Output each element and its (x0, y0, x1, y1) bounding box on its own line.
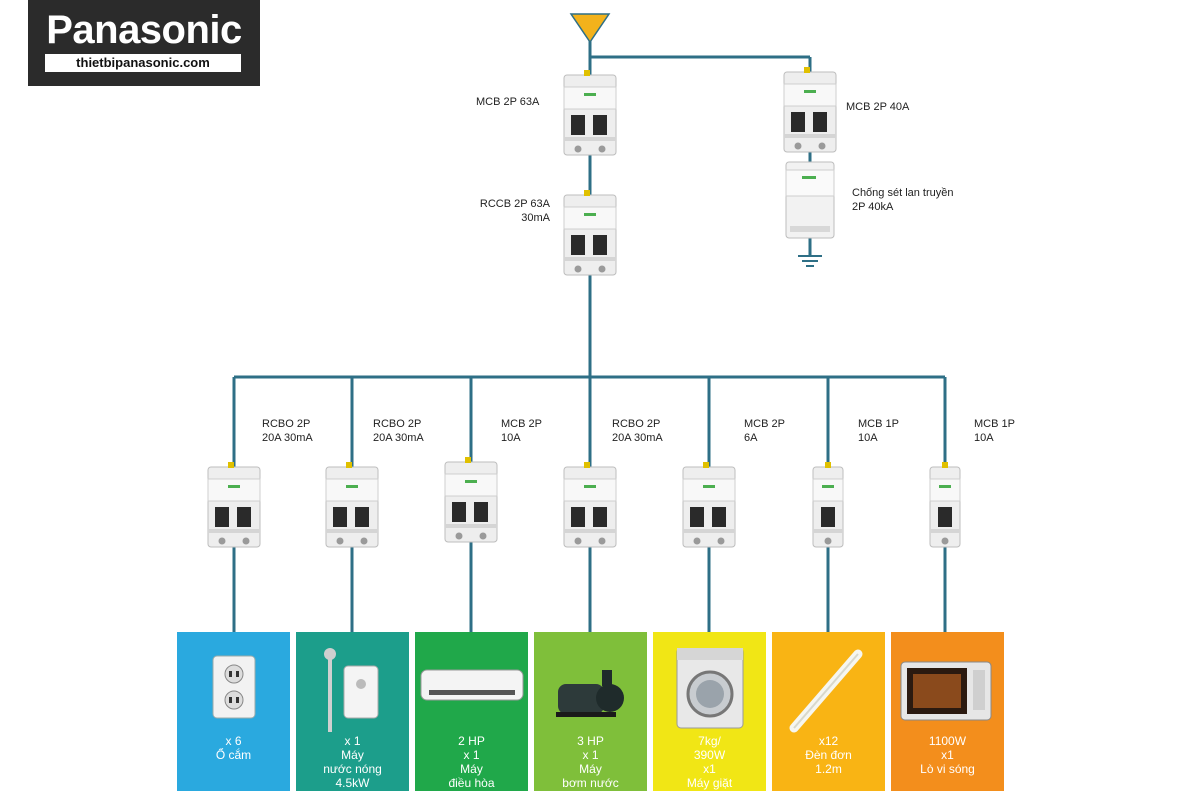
air-conditioner-icon (420, 669, 524, 701)
branch-breaker-6-device (812, 461, 844, 548)
microwave-icon (900, 661, 992, 721)
surge-protector-device (785, 161, 835, 239)
tube-light-icon (789, 649, 863, 733)
branch-breaker-7-device (929, 461, 961, 548)
branch-breaker-2-device (325, 461, 379, 548)
water-pump-icon (556, 670, 624, 717)
washing-machine-icon (676, 648, 744, 729)
mcb-2p-63a-device (563, 69, 617, 156)
branch-breaker-4-device (563, 461, 617, 548)
mcb-2p-40a-device (783, 66, 837, 153)
main-mcb-label: MCB 2P 63A (476, 96, 540, 108)
ground-icon (798, 255, 822, 267)
branch-breaker-1-device (207, 461, 261, 548)
brand-logo: Panasonic thietbipanasonic.com (28, 0, 260, 86)
surge-protector-label: Chống sét lan truyền 2P 40kA (852, 187, 954, 213)
rccb-label: RCCB 2P 63A 30mA (479, 198, 550, 224)
socket-icon (212, 655, 256, 719)
brand-url: thietbipanasonic.com (45, 54, 241, 72)
mcb-40a-label: MCB 2P 40A (846, 101, 910, 113)
branch-breaker-5-device (682, 461, 736, 548)
power-source-icon (569, 13, 611, 44)
water-heater-icon (324, 648, 379, 732)
rccb-2p-63a-device (563, 189, 617, 276)
brand-name: Panasonic (46, 8, 242, 52)
branch-breaker-3-device (444, 456, 498, 543)
